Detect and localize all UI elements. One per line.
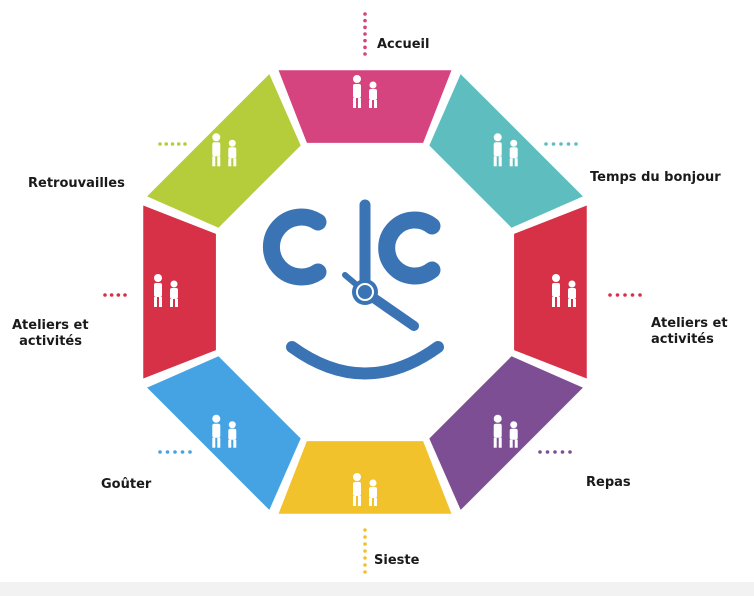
smile-arc bbox=[286, 341, 444, 380]
label-gouter: Goûter bbox=[101, 477, 152, 492]
segment-icons bbox=[154, 75, 576, 506]
right-c-shape bbox=[378, 211, 441, 285]
label-accueil: Accueil bbox=[377, 37, 430, 52]
dots-sieste bbox=[363, 528, 367, 574]
label-retrouvailles: Retrouvailles bbox=[28, 176, 125, 191]
child-snack-table-icon bbox=[212, 414, 237, 448]
wheel-ring bbox=[143, 70, 587, 514]
clc-clock-logo bbox=[262, 199, 444, 380]
label-ateliers-right-line1: Ateliers et bbox=[651, 316, 728, 331]
crawling-children-icon bbox=[552, 274, 576, 307]
segment-gouter bbox=[147, 356, 301, 510]
dots-repas bbox=[538, 450, 572, 454]
segment-retrouvailles bbox=[147, 74, 301, 228]
left-c-shape bbox=[262, 208, 327, 286]
sleeping-child-icon bbox=[353, 473, 377, 506]
dots-retrouvailles bbox=[158, 142, 187, 146]
dots-gouter bbox=[158, 450, 192, 454]
label-repas: Repas bbox=[586, 475, 631, 490]
parent-pickup-icon bbox=[212, 133, 237, 167]
playground-slide-icon bbox=[154, 274, 178, 307]
dots-temps-du-bonjour bbox=[544, 142, 578, 146]
segment-temps-du-bonjour bbox=[429, 74, 583, 228]
segment-accueil bbox=[278, 70, 452, 143]
dots-accueil bbox=[363, 12, 367, 56]
clock-center bbox=[352, 279, 378, 305]
label-ateliers-right: Ateliers et activités bbox=[651, 316, 728, 348]
segment-ateliers-left bbox=[143, 205, 216, 379]
label-ateliers-left: Ateliers et activités bbox=[12, 318, 89, 350]
clock-center-ring bbox=[356, 283, 374, 301]
segment-repas bbox=[429, 356, 583, 510]
children-at-table-icon bbox=[493, 414, 518, 448]
changing-table-icon bbox=[493, 133, 518, 167]
dots-ateliers-right bbox=[608, 293, 642, 297]
dots-ateliers-left bbox=[103, 293, 127, 297]
bottom-strip bbox=[0, 582, 754, 596]
label-ateliers-left-line2: activités bbox=[19, 334, 82, 349]
label-temps-du-bonjour: Temps du bonjour bbox=[590, 170, 721, 185]
segment-sieste bbox=[278, 441, 452, 514]
two-adults-with-child-icon bbox=[353, 75, 377, 108]
label-sieste: Sieste bbox=[374, 553, 420, 568]
label-ateliers-right-line2: activités bbox=[651, 332, 714, 347]
connector-dots bbox=[103, 12, 642, 574]
label-ateliers-left-line1: Ateliers et bbox=[12, 318, 89, 333]
segment-ateliers-right bbox=[514, 205, 587, 379]
